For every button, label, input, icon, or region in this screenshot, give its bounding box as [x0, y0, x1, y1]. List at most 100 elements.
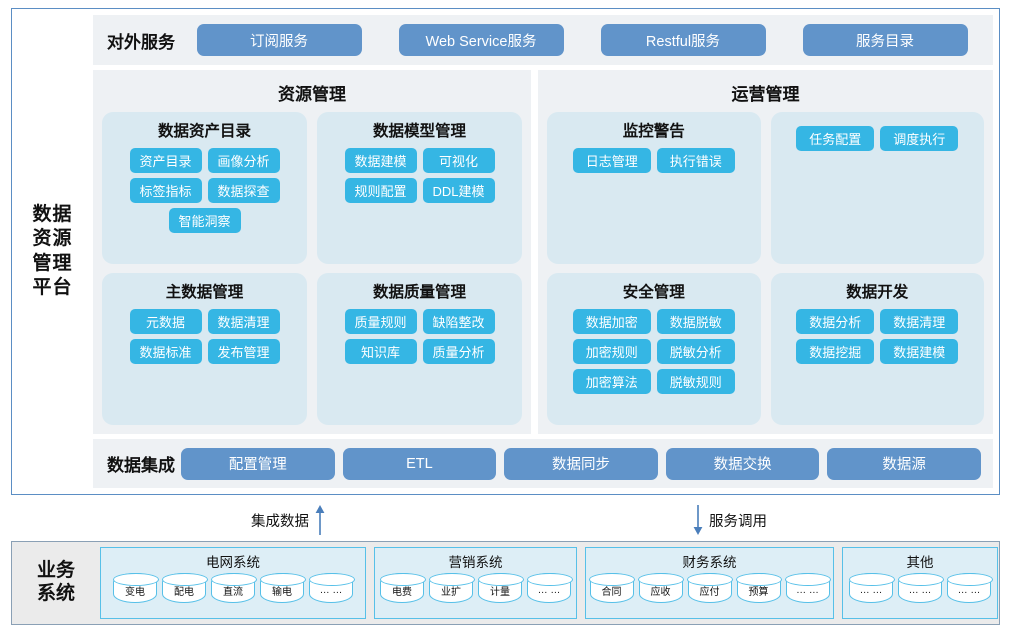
database-cylinder-icon[interactable]: … … [785, 572, 832, 603]
chip-dev-data-cleaning[interactable]: 数据清理 [880, 309, 959, 334]
chip-tag-metric[interactable]: 标签指标 [129, 178, 202, 203]
business-group-marketing-title: 营销系统 [448, 555, 503, 570]
chip-log-management[interactable]: 日志管理 [572, 148, 651, 173]
database-cylinder-icon[interactable]: 直流 [210, 572, 257, 603]
data-integration-buttons: 配置管理 ETL 数据同步 数据交换 数据源 [181, 447, 981, 480]
chip-task-config[interactable]: 任务配置 [796, 126, 875, 151]
card-security-management-title: 安全管理 [622, 284, 685, 301]
chip-ddl-modeling[interactable]: DDL建模 [422, 178, 495, 203]
database-cylinder-icon[interactable]: 电费 [379, 572, 426, 603]
db-label-other-1: … … [859, 585, 883, 596]
database-cylinder-icon[interactable]: … … [308, 572, 355, 603]
chip-portrait-analysis[interactable]: 画像分析 [207, 148, 280, 173]
business-systems-groups: 电网系统 变电 配电 直流 输电 … … 营销系统 电费 业扩 计量 … … [100, 547, 998, 619]
business-group-other: 其他 … … … … … … [842, 547, 998, 619]
panel-operations-management-grid: 监控警告 日志管理 执行错误 任务配置 调度执行 [547, 112, 984, 425]
database-cylinder-icon[interactable]: 合同 [589, 572, 636, 603]
chip-data-masking[interactable]: 数据脱敏 [656, 309, 735, 334]
data-integration-title: 数据集成 [107, 456, 175, 475]
platform-title-line-3: 管理 [32, 252, 73, 274]
db-label-dc: 直流 [223, 587, 243, 598]
database-cylinder-icon[interactable]: … … [848, 572, 895, 603]
chip-data-exploration[interactable]: 数据探查 [207, 178, 280, 203]
chip-quality-rule[interactable]: 质量规则 [344, 309, 417, 334]
database-cylinder-icon[interactable]: 业扩 [428, 572, 475, 603]
database-cylinder-icon[interactable]: 计量 [477, 572, 524, 603]
business-group-power-grid-items: 变电 配电 直流 输电 … … [112, 572, 355, 603]
integration-button-data-exchange[interactable]: 数据交换 [665, 447, 820, 480]
business-group-finance-title: 财务系统 [682, 555, 737, 570]
card-data-asset-catalog-chips: 资产目录 画像分析 标签指标 数据探查 智能洞察 [111, 148, 298, 233]
chip-dev-data-modeling[interactable]: 数据建模 [880, 339, 959, 364]
database-cylinder-icon[interactable]: 应收 [638, 572, 685, 603]
platform-title-line-4: 平台 [32, 276, 73, 298]
service-call-label: 服务调用 [709, 513, 767, 530]
chip-data-standard[interactable]: 数据标准 [129, 339, 202, 364]
chip-data-mining[interactable]: 数据挖掘 [796, 339, 875, 364]
database-cylinder-icon[interactable]: 预算 [736, 572, 783, 603]
panel-operations-management: 运营管理 监控警告 日志管理 执行错误 任务配置 [538, 70, 993, 434]
chip-visualization[interactable]: 可视化 [422, 148, 495, 173]
chip-data-encryption[interactable]: 数据加密 [572, 309, 651, 334]
chip-masking-rule[interactable]: 脱敏规则 [656, 369, 735, 394]
chip-masking-analysis[interactable]: 脱敏分析 [656, 339, 735, 364]
card-master-data-management: 主数据管理 元数据 数据清理 数据标准 发布管理 [102, 273, 307, 425]
external-service-bar: 对外服务 订阅服务 Web Service服务 Restful服务 服务目录 [93, 15, 993, 65]
db-label-metering: 计量 [490, 587, 510, 598]
db-label-transmission: 输电 [272, 587, 292, 598]
integrate-data-flow: 集成数据 [251, 505, 326, 535]
service-button-subscription[interactable]: 订阅服务 [196, 24, 362, 56]
card-monitoring-alert: 监控警告 日志管理 执行错误 [547, 112, 761, 264]
service-button-web-service[interactable]: Web Service服务 [398, 24, 564, 56]
database-cylinder-icon[interactable]: … … [897, 572, 944, 603]
business-group-other-title: 其他 [906, 555, 934, 570]
chip-data-modeling[interactable]: 数据建模 [344, 148, 417, 173]
external-service-buttons: 订阅服务 Web Service服务 Restful服务 服务目录 [183, 24, 981, 56]
database-cylinder-icon[interactable]: … … [946, 572, 993, 603]
database-cylinder-icon[interactable]: 配电 [161, 572, 208, 603]
integration-button-data-sync[interactable]: 数据同步 [504, 447, 658, 480]
service-button-restful[interactable]: Restful服务 [600, 24, 766, 56]
business-group-power-grid: 电网系统 变电 配电 直流 输电 … … [100, 547, 366, 619]
chip-schedule-execution[interactable]: 调度执行 [880, 126, 959, 151]
chip-asset-catalog[interactable]: 资产目录 [129, 148, 202, 173]
card-data-development: 数据开发 数据分析 数据清理 数据挖掘 数据建模 [770, 273, 984, 425]
chip-defect-rectification[interactable]: 缺陷整改 [422, 309, 495, 334]
chip-metadata[interactable]: 元数据 [129, 309, 202, 334]
chip-data-analysis[interactable]: 数据分析 [796, 309, 875, 334]
chip-encryption-algorithm[interactable]: 加密算法 [572, 369, 651, 394]
integration-button-data-source[interactable]: 数据源 [827, 447, 981, 480]
database-cylinder-icon[interactable]: 应付 [687, 572, 734, 603]
business-systems-title-line-1: 业务 [36, 560, 75, 582]
chip-data-cleaning[interactable]: 数据清理 [207, 309, 280, 334]
chip-knowledge-base[interactable]: 知识库 [344, 339, 417, 364]
integration-button-etl[interactable]: ETL [342, 447, 497, 480]
database-cylinder-icon[interactable]: 变电 [112, 572, 159, 603]
integrate-data-label: 集成数据 [251, 513, 309, 530]
business-group-other-items: … … … … … … [848, 572, 993, 603]
db-label-distribution: 配电 [174, 587, 194, 598]
db-label-budget: 预算 [748, 587, 769, 598]
card-monitoring-alert-chips: 日志管理 执行错误 [556, 148, 752, 173]
panel-resource-management-grid: 数据资产目录 资产目录 画像分析 标签指标 数据探查 智能洞察 数据模型管理 [102, 112, 522, 425]
chip-execution-error[interactable]: 执行错误 [656, 148, 735, 173]
db-label-substation: 变电 [125, 587, 145, 598]
db-label-electricity-fee: 电费 [392, 587, 412, 598]
database-cylinder-icon[interactable]: 输电 [259, 572, 306, 603]
chip-rule-config[interactable]: 规则配置 [344, 178, 417, 203]
chip-encryption-rule[interactable]: 加密规则 [572, 339, 651, 364]
chip-smart-insight[interactable]: 智能洞察 [168, 208, 241, 233]
chip-publish-management[interactable]: 发布管理 [207, 339, 280, 364]
database-cylinder-icon[interactable]: … … [526, 572, 573, 603]
service-button-catalog[interactable]: 服务目录 [802, 24, 968, 56]
card-data-asset-catalog: 数据资产目录 资产目录 画像分析 标签指标 数据探查 智能洞察 [102, 112, 307, 264]
business-systems-frame: 业务 系统 电网系统 变电 配电 直流 输电 … … 营销系统 电费 业扩 [11, 541, 1000, 625]
card-security-management-chips: 数据加密 数据脱敏 加密规则 脱敏分析 加密算法 脱敏规则 [556, 309, 752, 394]
panel-resource-management-title: 资源管理 [278, 85, 346, 104]
arrow-down-icon [693, 505, 703, 535]
card-data-development-title: 数据开发 [846, 284, 909, 301]
data-integration-bar: 数据集成 配置管理 ETL 数据同步 数据交换 数据源 [93, 439, 993, 488]
chip-quality-analysis[interactable]: 质量分析 [422, 339, 495, 364]
integration-button-config-management[interactable]: 配置管理 [181, 447, 335, 480]
